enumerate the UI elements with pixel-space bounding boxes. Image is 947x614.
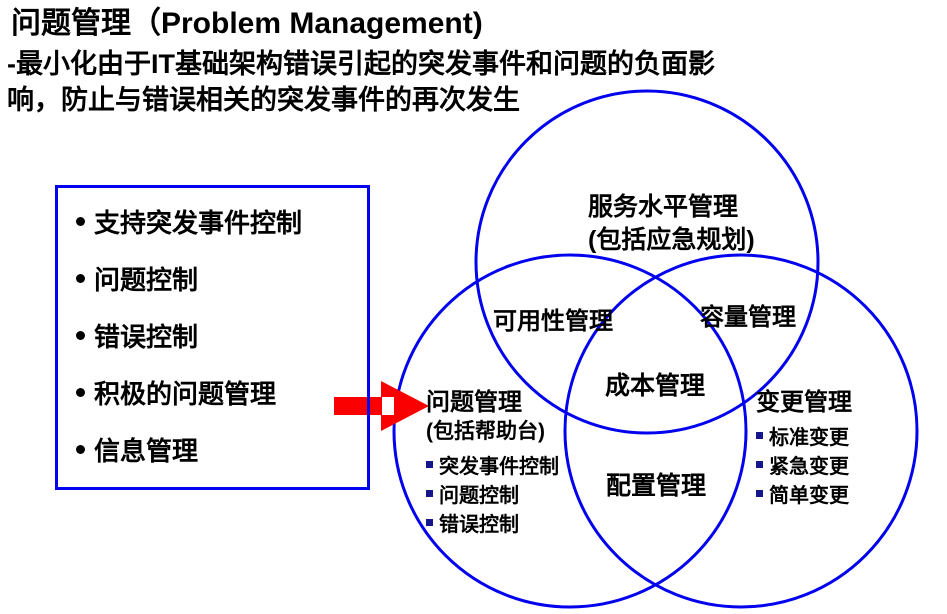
service-level-label: 服务水平管理 (包括应急规划) xyxy=(588,191,755,257)
bullet-dot-icon xyxy=(76,331,85,340)
bullet-dot-icon xyxy=(76,217,85,226)
process-box-item-label: 错误控制 xyxy=(94,322,199,352)
problem-items: 突发事件控制 问题控制 错误控制 xyxy=(426,450,559,537)
process-box-item: 信息管理 xyxy=(76,421,367,478)
bullet-square-icon xyxy=(426,461,433,468)
list-item: 简单变更 xyxy=(756,479,852,508)
list-item: 错误控制 xyxy=(426,508,559,537)
slide-description-line1: -最小化由于IT基础架构错误引起的突发事件和问题的负面影 xyxy=(7,49,715,79)
process-box-item: 支持突发事件控制 xyxy=(76,193,367,250)
bullet-dot-icon xyxy=(76,445,85,454)
slide-description: -最小化由于IT基础架构错误引起的突发事件和问题的负面影 响，防止与错误相关的突… xyxy=(7,46,715,118)
bullet-square-icon xyxy=(756,432,763,439)
problem-subtitle: (包括帮助台) xyxy=(426,420,545,443)
list-item-label: 突发事件控制 xyxy=(439,456,559,478)
bullet-square-icon xyxy=(756,490,763,497)
list-item: 问题控制 xyxy=(426,479,559,508)
service-level-title: 服务水平管理 xyxy=(588,193,739,221)
slide-description-line2: 响，防止与错误相关的突发事件的再次发生 xyxy=(7,85,520,115)
list-item-label: 紧急变更 xyxy=(769,456,849,478)
process-box-item-label: 支持突发事件控制 xyxy=(94,208,303,238)
bullet-dot-icon xyxy=(76,388,85,397)
bullet-dot-icon xyxy=(76,274,85,283)
configuration-label: 配置管理 xyxy=(606,472,707,500)
list-item-label: 简单变更 xyxy=(769,485,849,507)
process-box: 支持突发事件控制 问题控制 错误控制 积极的问题管理 信息管理 xyxy=(55,185,370,490)
venn-circle-change xyxy=(563,253,919,609)
bullet-square-icon xyxy=(426,519,433,526)
problem-management-block: 问题管理 (包括帮助台) 突发事件控制 问题控制 错误控制 xyxy=(426,389,559,537)
problem-title: 问题管理 xyxy=(426,389,522,416)
process-box-item: 积极的问题管理 xyxy=(76,364,367,421)
change-management-block: 变更管理 标准变更 紧急变更 简单变更 xyxy=(756,389,852,508)
list-item-label: 标准变更 xyxy=(769,427,849,449)
slide-title: 问题管理（Problem Management) xyxy=(11,7,483,40)
process-box-item: 错误控制 xyxy=(76,307,367,364)
process-box-item-label: 信息管理 xyxy=(94,436,199,466)
list-item-label: 错误控制 xyxy=(439,514,519,536)
process-box-item-label: 积极的问题管理 xyxy=(94,379,277,409)
service-level-subtitle: (包括应急规划) xyxy=(588,226,755,254)
process-box-item-label: 问题控制 xyxy=(94,265,199,295)
red-arrow-notch xyxy=(382,397,394,415)
process-box-item: 问题控制 xyxy=(76,250,367,307)
bullet-square-icon xyxy=(756,461,763,468)
capacity-label: 容量管理 xyxy=(700,304,796,331)
list-item: 紧急变更 xyxy=(756,450,852,479)
bullet-square-icon xyxy=(426,490,433,497)
cost-label: 成本管理 xyxy=(605,372,706,400)
venn-circle-service-level xyxy=(474,89,820,435)
list-item: 标准变更 xyxy=(756,421,852,450)
list-item: 突发事件控制 xyxy=(426,450,559,479)
red-arrow-icon xyxy=(334,381,429,431)
venn-circle-problem xyxy=(392,253,748,609)
change-items: 标准变更 紧急变更 简单变更 xyxy=(756,421,852,508)
list-item-label: 问题控制 xyxy=(439,485,519,507)
availability-label: 可用性管理 xyxy=(493,308,613,335)
change-title: 变更管理 xyxy=(756,389,852,416)
